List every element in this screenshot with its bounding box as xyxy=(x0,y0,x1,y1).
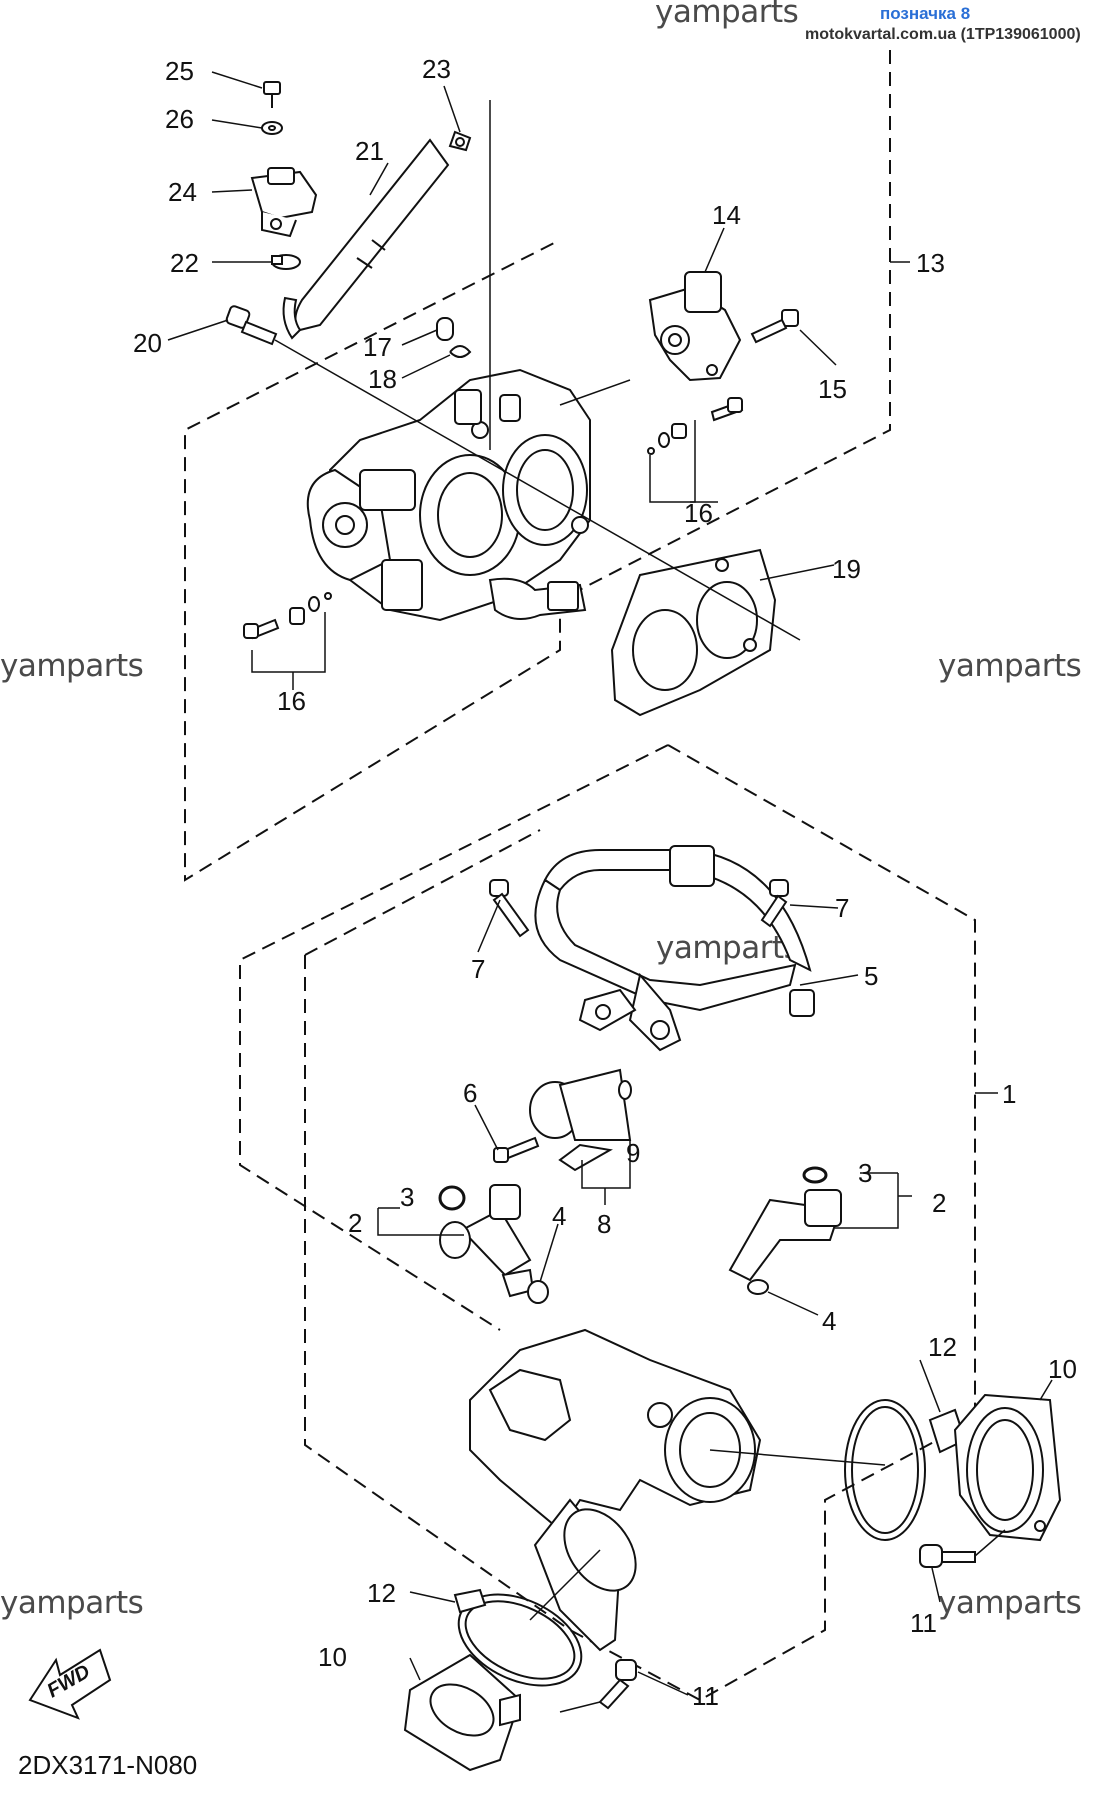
callout-4-left: 4 xyxy=(552,1201,566,1231)
callout-25: 25 xyxy=(165,56,194,86)
callout-1: 1 xyxy=(1002,1079,1016,1109)
callout-8: 8 xyxy=(597,1209,611,1239)
throttle-body-icon xyxy=(306,368,591,622)
callout-11-right: 11 xyxy=(910,1608,937,1638)
watermark-top: yamparts xyxy=(655,0,799,30)
intake-joint-10-right-icon xyxy=(953,1393,1062,1542)
callout-10-right: 10 xyxy=(1048,1354,1077,1384)
callout-26: 26 xyxy=(165,104,194,134)
callout-19: 19 xyxy=(832,554,861,584)
callout-10-left: 10 xyxy=(318,1642,347,1672)
screw-15-icon xyxy=(750,309,799,344)
watermark-left-bottom: yamparts xyxy=(0,1585,144,1621)
clamp-22-icon xyxy=(271,254,301,270)
o-ring-3-right-icon xyxy=(802,1166,828,1184)
forward-direction-arrow-icon: FWD xyxy=(28,1648,112,1720)
washer-26-icon xyxy=(261,121,283,135)
seal-4-left-icon xyxy=(527,1280,549,1304)
callout-23: 23 xyxy=(422,54,451,84)
screw-spring-set-16-left-icon xyxy=(243,592,332,640)
intake-joint-10-left-icon xyxy=(403,1653,522,1772)
callout-16-right: 16 xyxy=(684,498,713,528)
callout-7-right: 7 xyxy=(835,893,849,923)
bolt-6-icon xyxy=(493,1136,540,1163)
hose-21-icon xyxy=(282,138,450,340)
callout-5: 5 xyxy=(864,961,878,991)
bolt-7-right-icon xyxy=(760,879,789,928)
callout-17: 17 xyxy=(363,332,392,362)
seal-4-right-icon xyxy=(747,1279,769,1295)
callout-11-left: 11 xyxy=(692,1681,719,1711)
o-ring-3-left-icon xyxy=(438,1185,466,1211)
upper-assembly-dashed-frame xyxy=(184,50,891,882)
screw-spring-set-16-right-icon xyxy=(647,397,744,455)
intake-manifold-1-icon xyxy=(469,1328,762,1652)
site-reference: motokvartal.com.ua (1TP139061000) xyxy=(805,26,1081,43)
throttle-position-sensor-14-icon xyxy=(648,271,742,382)
callout-15: 15 xyxy=(818,374,847,404)
pressure-sensor-24-icon xyxy=(250,167,318,238)
hose-clip-23-icon xyxy=(448,130,472,152)
cap-17-icon xyxy=(436,317,454,341)
callout-2-right: 2 xyxy=(932,1188,946,1218)
pressure-regulator-icon xyxy=(529,1068,632,1172)
callout-9: 9 xyxy=(626,1138,640,1168)
callout-3-left: 3 xyxy=(400,1182,414,1212)
callout-2-left: 2 xyxy=(348,1208,362,1238)
callout-20: 20 xyxy=(133,328,162,358)
callout-13: 13 xyxy=(916,248,945,278)
hose-clamp-12-left-icon xyxy=(453,1588,583,1687)
watermark-center: yamparts xyxy=(656,930,800,966)
callout-14: 14 xyxy=(712,200,741,230)
hose-clamp-12-right-icon xyxy=(844,1399,967,1541)
bolt-7-left-icon xyxy=(489,879,530,938)
bolt-20-icon xyxy=(225,305,278,346)
diagram-code: 2DX3171-N080 xyxy=(18,1750,198,1780)
fuel-injector-2-right-icon xyxy=(728,1189,842,1282)
callout-24: 24 xyxy=(168,177,197,207)
callout-4-right: 4 xyxy=(822,1306,836,1336)
callout-16-left: 16 xyxy=(277,686,306,716)
callout-6: 6 xyxy=(463,1078,477,1108)
callout-18: 18 xyxy=(368,364,397,394)
callout-21: 21 xyxy=(355,136,384,166)
callout-7-left: 7 xyxy=(471,954,485,984)
fuel-injector-2-left-icon xyxy=(439,1184,535,1298)
callout-12-right: 12 xyxy=(928,1332,957,1362)
watermark-left-mid: yamparts xyxy=(0,648,144,684)
bolt-11-left-icon xyxy=(598,1659,637,1710)
bolt-11-right-icon xyxy=(919,1544,976,1568)
callout-12-left: 12 xyxy=(367,1578,396,1608)
watermark-right-mid: yamparts xyxy=(938,648,1082,684)
callout-22: 22 xyxy=(170,248,199,278)
fuel-rail-5-icon xyxy=(534,845,815,1052)
callout-3-right: 3 xyxy=(858,1158,872,1188)
lower-assembly-dashed-frame xyxy=(667,744,976,1701)
clip-18-icon xyxy=(449,345,472,358)
watermark-right-bottom: yamparts xyxy=(938,1585,1082,1621)
part-mark-label: позначка 8 xyxy=(880,4,971,23)
bolt-25-icon xyxy=(263,81,281,108)
gasket-19-icon xyxy=(610,548,777,717)
